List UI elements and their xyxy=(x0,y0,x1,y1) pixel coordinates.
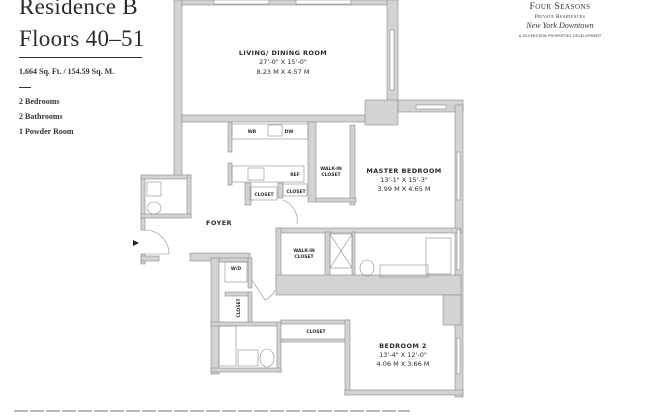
foyer-label: FOYER xyxy=(206,219,232,227)
divider xyxy=(19,57,142,58)
bedroom2-dim-ft: 13'-4" X 12'-0" xyxy=(379,351,427,359)
walkin2-label-1: WALK-IN xyxy=(293,248,315,254)
brand-logo-name: Four Seasons xyxy=(529,2,591,12)
walkin2-label-2: CLOSET xyxy=(294,254,314,260)
dw-label: DW xyxy=(285,129,294,135)
divider-short xyxy=(19,87,31,88)
brand-logo-sub: Private Residences xyxy=(534,14,586,20)
wr-label: WR xyxy=(248,129,257,135)
walkin1-label-2: CLOSET xyxy=(321,172,341,178)
feature-bathrooms: 2 Bathrooms xyxy=(19,112,63,121)
fixtures xyxy=(144,123,452,368)
floors-title: Floors 40–51 xyxy=(19,26,145,51)
bedroom2-label: BEDROOM 2 xyxy=(379,342,427,350)
brand-logo-city: New York Downtown xyxy=(526,21,594,30)
master-bedroom-dim-m: 3.99 M X 4.65 M xyxy=(378,185,431,193)
living-room-label: LIVING/ DINING ROOM xyxy=(239,49,327,57)
entry-arrow-icon xyxy=(133,240,139,246)
bedroom2-dim-m: 4.06 M X 3.66 M xyxy=(377,360,430,368)
feature-bedrooms: 2 Bedrooms xyxy=(19,97,60,106)
master-bedroom-dim-ft: 13'-1" X 15'-3" xyxy=(380,176,428,184)
living-room-dim-m: 8.23 M X 4.57 M xyxy=(257,68,310,76)
walkin1-label-1: WALK-IN xyxy=(320,166,342,172)
disclaimer-fine-print xyxy=(14,410,410,412)
feature-powder-room: 1 Powder Room xyxy=(19,127,74,136)
wd-label: W/D xyxy=(231,266,242,272)
closet-label: CLOSET xyxy=(236,297,242,317)
living-room-dim-ft: 27'-0" X 15'-0" xyxy=(259,58,307,66)
brand-developer: A SILVERSTEIN PROPERTIES DEVELOPMENT xyxy=(518,34,602,38)
residence-title: Residence B xyxy=(19,0,138,19)
closet-label: CLOSET xyxy=(286,189,306,195)
closet-label: CLOSET xyxy=(306,329,326,335)
closet-label: CLOSET xyxy=(254,192,274,198)
ref-label: REF xyxy=(290,172,300,178)
windows xyxy=(213,0,461,375)
master-bedroom-label: MASTER BEDROOM xyxy=(366,167,441,175)
area-text: 1,664 Sq. Ft. / 154.59 Sq. M. xyxy=(19,67,115,76)
